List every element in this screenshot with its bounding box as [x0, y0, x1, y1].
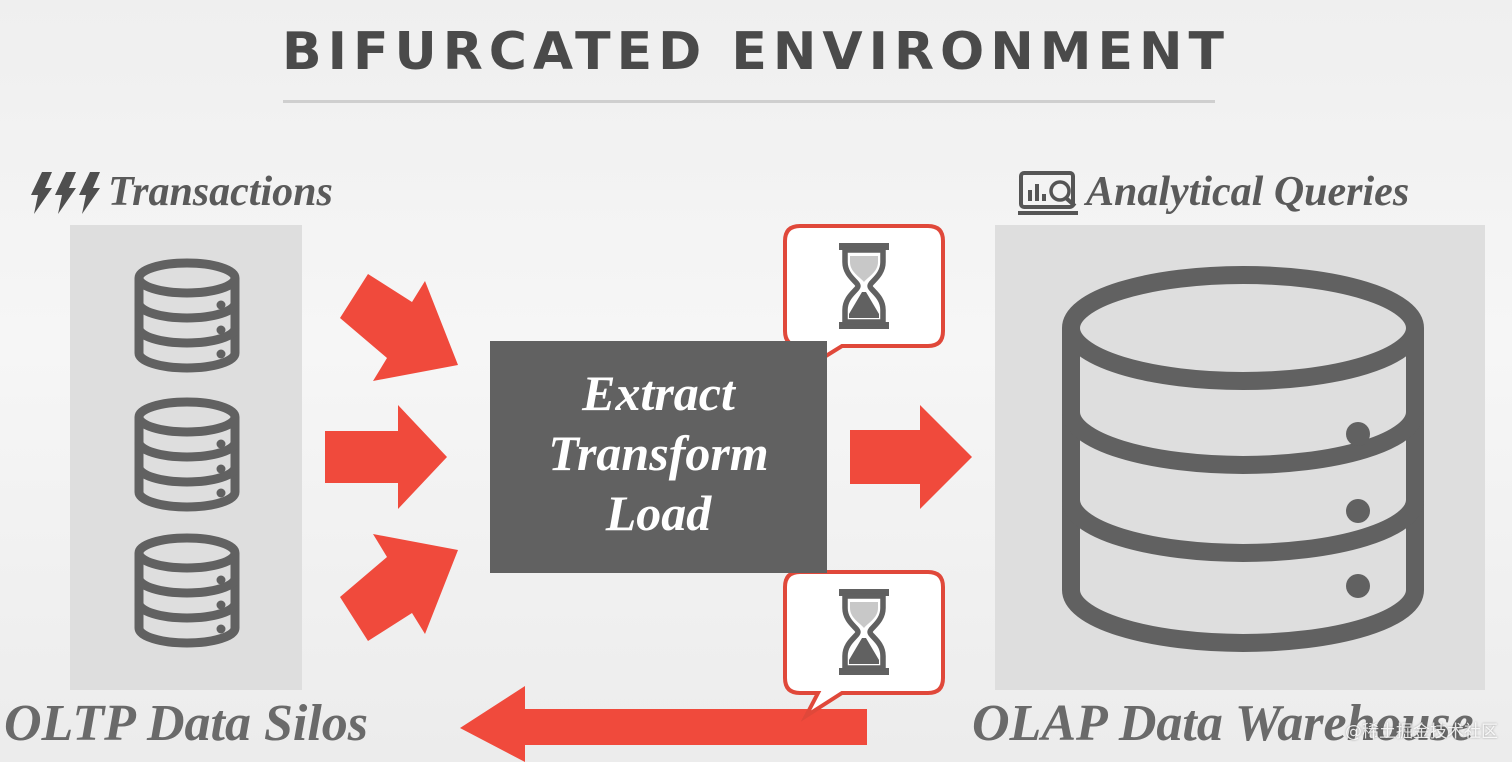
wait-callout — [783, 570, 945, 722]
analytical-queries-label: Analytical Queries — [1086, 169, 1410, 215]
lightning-bolts-icon — [28, 170, 104, 216]
presentation-monitor-icon — [1018, 170, 1080, 218]
database-icon — [139, 402, 235, 507]
arrow-icon — [340, 534, 458, 641]
database-icon — [139, 263, 235, 368]
warehouse-database-icon — [1062, 266, 1424, 652]
watermark: @稀土掘金技术社区 — [1345, 722, 1498, 742]
arrow-icon — [460, 686, 867, 762]
arrow-icon — [340, 274, 458, 381]
page-title: BIFURCATED ENVIRONMENT — [281, 22, 1231, 82]
transactions-label: Transactions — [108, 169, 333, 215]
etl-transform-label: Transform — [548, 425, 769, 481]
title-divider — [283, 100, 1215, 103]
etl-box — [490, 341, 827, 573]
oltp-footer-label: OLTP Data Silos — [4, 695, 369, 752]
etl-load-label: Load — [605, 485, 712, 541]
database-icon — [139, 538, 235, 643]
etl-extract-label: Extract — [582, 365, 735, 421]
olap-footer-label: OLAP Data Warehouse — [972, 695, 1474, 752]
arrow-icon — [325, 405, 447, 509]
arrow-icon — [850, 405, 972, 509]
